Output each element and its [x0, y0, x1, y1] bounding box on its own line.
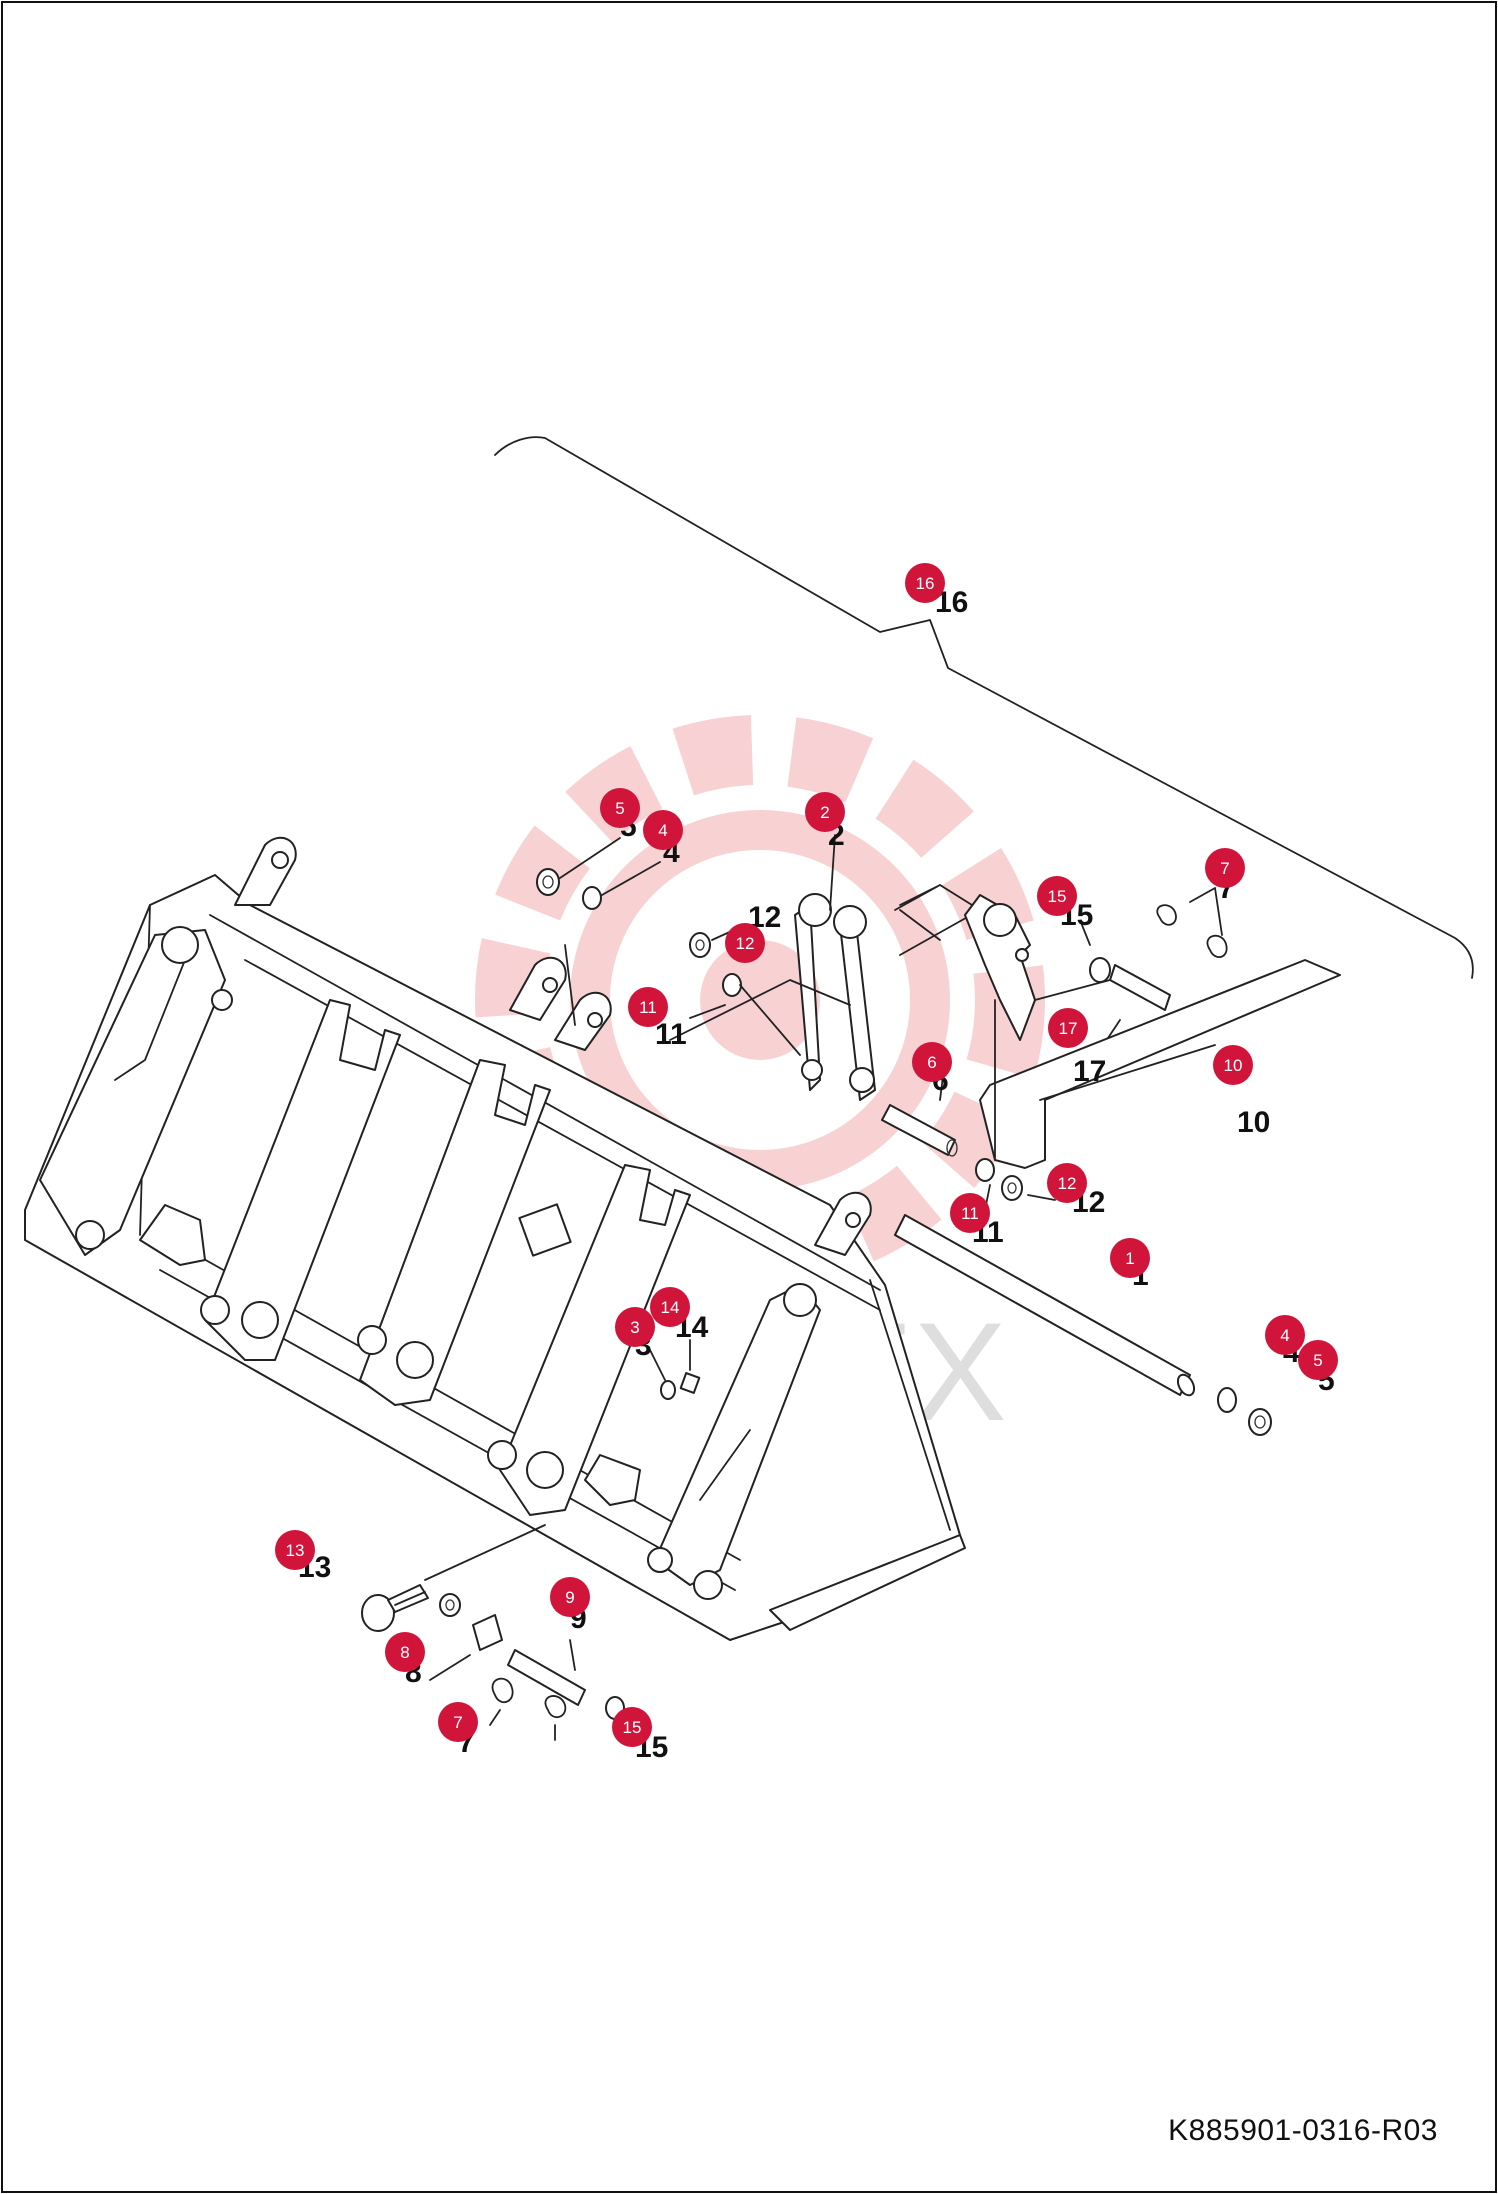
- svg-text:1: 1: [1125, 1249, 1134, 1268]
- callout-badge[interactable]: 4: [1265, 1315, 1305, 1355]
- callout-badge[interactable]: 17: [1048, 1008, 1088, 1048]
- callout-badge[interactable]: 9: [550, 1577, 590, 1617]
- svg-text:13: 13: [286, 1541, 305, 1560]
- svg-text:6: 6: [927, 1053, 936, 1072]
- callout-badge[interactable]: 11: [950, 1193, 990, 1233]
- svg-text:14: 14: [661, 1298, 680, 1317]
- callout-badge[interactable]: 16: [905, 563, 945, 603]
- callout-badge[interactable]: 12: [1047, 1163, 1087, 1203]
- part-7-clip-lower-b: [544, 1695, 567, 1719]
- callout-badge[interactable]: 12: [725, 923, 765, 963]
- svg-text:2: 2: [820, 803, 829, 822]
- callout-badge[interactable]: 11: [628, 987, 668, 1027]
- svg-text:4: 4: [1280, 1326, 1289, 1345]
- assembly-bracket-line: [494, 436, 1474, 979]
- callout-badge[interactable]: 7: [438, 1702, 478, 1742]
- callout-badge[interactable]: 4: [643, 810, 683, 850]
- callout-badge[interactable]: 15: [1037, 876, 1077, 916]
- callout-badge[interactable]: 2: [805, 792, 845, 832]
- svg-text:12: 12: [736, 934, 755, 953]
- part-right-bracket: [964, 894, 1036, 1041]
- svg-text:3: 3: [630, 1318, 639, 1337]
- callout-badge[interactable]: 10: [1213, 1045, 1253, 1085]
- bucket-assembly: [24, 836, 966, 1641]
- part-1-pin: [894, 1214, 1196, 1397]
- part-4-washer-left: [582, 886, 602, 910]
- svg-text:15: 15: [1048, 887, 1067, 906]
- callout-badge[interactable]: 13: [275, 1530, 315, 1570]
- part-10-fork: [979, 959, 1341, 1169]
- svg-text:5: 5: [615, 799, 624, 818]
- svg-text:9: 9: [565, 1588, 574, 1607]
- part-15-washer-upper: [1089, 957, 1111, 983]
- part-7-clip-lower-a: [491, 1677, 514, 1704]
- svg-text:17: 17: [1059, 1019, 1078, 1038]
- callout-badge[interactable]: 14: [650, 1287, 690, 1327]
- part-6-pin: [881, 1104, 956, 1156]
- callout-badge[interactable]: 3: [615, 1307, 655, 1347]
- part-7-clip-upper-b: [1206, 934, 1228, 958]
- part-5-washer-right: [1248, 1408, 1272, 1436]
- part-17-pin: [1109, 964, 1171, 1011]
- svg-text:8: 8: [400, 1643, 409, 1662]
- callout-badge[interactable]: 8: [385, 1632, 425, 1672]
- part-2-link: [794, 834, 876, 1101]
- svg-text:15: 15: [623, 1718, 642, 1737]
- svg-text:5: 5: [1313, 1351, 1322, 1370]
- part-3-washer: [660, 1380, 676, 1400]
- part-13-bolt: [361, 1524, 546, 1632]
- document-code: K885901-0316-R03: [1168, 2114, 1438, 2147]
- part-12-washer-lower: [1001, 1175, 1023, 1201]
- part-11-bushing-lower: [975, 1158, 995, 1182]
- part-4-washer-right: [1217, 1387, 1237, 1413]
- svg-text:16: 16: [916, 574, 935, 593]
- callout-badge[interactable]: 15: [612, 1707, 652, 1747]
- part-9-pin: [507, 1649, 586, 1706]
- svg-text:7: 7: [453, 1713, 462, 1732]
- label-11: 11: [655, 1018, 687, 1051]
- label-17: 17: [1073, 1055, 1106, 1088]
- callout-badge[interactable]: 1: [1110, 1238, 1150, 1278]
- label-10: 10: [1237, 1106, 1270, 1139]
- part-7-clip-upper-a: [1156, 904, 1177, 926]
- svg-text:10: 10: [1224, 1056, 1243, 1075]
- svg-text:12: 12: [1058, 1174, 1077, 1193]
- callout-badge[interactable]: 7: [1205, 848, 1245, 888]
- part-5-washer-left: [536, 868, 560, 896]
- svg-text:11: 11: [639, 998, 657, 1017]
- callout-badge[interactable]: 5: [600, 788, 640, 828]
- svg-text:4: 4: [658, 821, 667, 840]
- part-11-bushing-upper: [722, 973, 742, 997]
- part-14-nut: [679, 1372, 701, 1394]
- callout-badge[interactable]: 6: [912, 1042, 952, 1082]
- part-8-sleeve: [472, 1614, 503, 1651]
- svg-text:7: 7: [1220, 859, 1229, 878]
- part-12-washer-upper: [689, 932, 711, 958]
- callout-badge[interactable]: 5: [1298, 1340, 1338, 1380]
- callout-badges: 16 5 4 2 15 7 12 11 17 6 10 11 12 1 14 3…: [275, 563, 1338, 1747]
- svg-text:11: 11: [961, 1204, 979, 1223]
